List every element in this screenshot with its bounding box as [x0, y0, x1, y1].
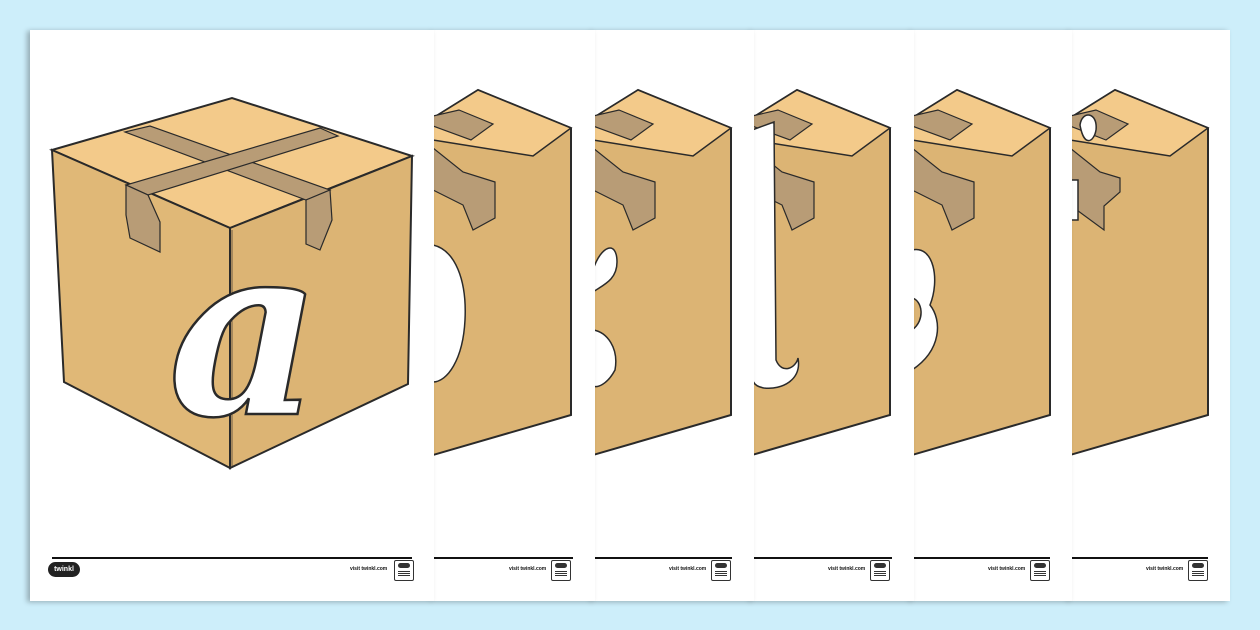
- footer-line: [52, 557, 412, 559]
- cardboard-box-illustration: [433, 88, 573, 457]
- visit-twinkl-text: visit twinkl.com: [669, 566, 707, 572]
- twinkl-badge-icon: [870, 560, 890, 581]
- letter-glyph: a: [168, 192, 322, 471]
- cardboard-box-illustration: [49, 96, 415, 470]
- alphabet-sheet-d: visit twinkl.com: [752, 30, 914, 601]
- alphabet-sheet-b: visit twinkl.com: [433, 30, 595, 601]
- footer-line: [433, 557, 573, 559]
- visit-twinkl-text: visit twinkl.com: [988, 566, 1026, 572]
- visit-twinkl-text: visit twinkl.com: [350, 566, 388, 572]
- visit-twinkl-text: visit twinkl.com: [1146, 566, 1184, 572]
- alphabet-sheet-c: visit twinkl.com: [593, 30, 754, 601]
- cardboard-box-illustration: [912, 88, 1052, 457]
- cardboard-box-illustration: [593, 88, 733, 457]
- alphabet-sheet-f: visit twinkl.com: [1070, 30, 1230, 601]
- footer-line: [912, 557, 1050, 559]
- twinkl-badge-icon: [1030, 560, 1050, 581]
- alphabet-sheet-e: visit twinkl.com: [912, 30, 1072, 601]
- twinkl-logo: twinkl: [48, 562, 80, 577]
- footer-line: [752, 557, 892, 559]
- letter-outline: a: [167, 191, 324, 473]
- visit-twinkl-text: visit twinkl.com: [828, 566, 866, 572]
- footer-line: [1070, 557, 1208, 559]
- cardboard-box-illustration: [752, 88, 892, 457]
- twinkl-badge-icon: [1188, 560, 1208, 581]
- footer-line: [593, 557, 732, 559]
- visit-twinkl-text: visit twinkl.com: [509, 566, 547, 572]
- cardboard-box-illustration: [1070, 88, 1210, 457]
- alphabet-sheet-a: a twinkl visit twinkl.com: [30, 30, 434, 601]
- twinkl-badge-icon: [551, 560, 571, 581]
- twinkl-badge-icon: [711, 560, 731, 581]
- twinkl-badge-icon: [394, 560, 414, 581]
